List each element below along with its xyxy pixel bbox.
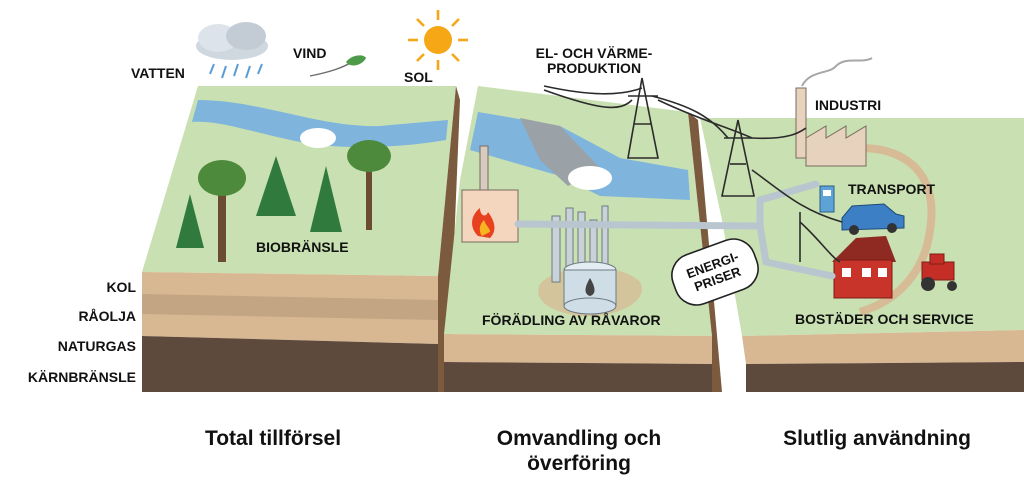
conversion-panel-bedrock xyxy=(444,362,712,392)
spruce-icon xyxy=(310,166,342,232)
label-sun: SOL xyxy=(404,69,433,85)
label-refining: FÖRÄDLING AV RÅVAROR xyxy=(482,312,661,328)
sun-icon xyxy=(408,10,468,70)
label-industry: INDUSTRI xyxy=(815,97,882,113)
house-icon xyxy=(833,259,893,299)
distribution-pipes xyxy=(514,180,836,280)
final-use-panel-bedrock xyxy=(746,362,1024,392)
power-grid xyxy=(543,77,843,263)
river xyxy=(192,100,448,148)
smoke xyxy=(801,57,873,87)
waterfall-foam xyxy=(300,128,336,148)
spruce-icon xyxy=(256,156,296,216)
house-roof-icon xyxy=(832,236,896,262)
supply-panel-bedrock xyxy=(142,336,438,392)
dam-foam xyxy=(568,166,612,190)
tree-icon xyxy=(347,140,391,172)
label-biofuel: BIOBRÄNSLE xyxy=(256,239,349,255)
spruce-icon xyxy=(176,194,204,248)
label-wind: VIND xyxy=(293,45,327,61)
label-coal: KOL xyxy=(106,279,136,295)
conversion-panel-soil xyxy=(444,334,712,364)
label-housing-services: BOSTÄDER OCH SERVICE xyxy=(795,311,974,327)
energy-price-tag xyxy=(671,238,759,306)
label-nuclear-fuel: KÄRNBRÄNSLE xyxy=(27,369,136,385)
conversion-panel xyxy=(444,86,722,392)
power-plant-chimney xyxy=(479,145,489,191)
rain-cloud-icon xyxy=(196,22,268,79)
final-use-panel-soil xyxy=(742,330,1024,364)
final-use-panel xyxy=(700,57,1024,392)
caption-final-use: Slutlig användning xyxy=(783,427,971,450)
wind-leaf-icon xyxy=(309,55,366,77)
factory xyxy=(805,125,867,167)
oil-drop-icon xyxy=(585,278,595,296)
road xyxy=(839,144,936,316)
pylon-1 xyxy=(627,77,659,159)
label-water: VATTEN xyxy=(131,65,185,81)
caption-total-supply: Total tillförsel xyxy=(204,427,342,450)
label-natural-gas: NATURGAS xyxy=(57,338,136,354)
factory-chimney xyxy=(795,87,807,159)
label-power-heat-production: EL- OCH VÄRME- PRODUKTION xyxy=(535,45,653,76)
label-crude-oil: RÅOLJA xyxy=(78,308,136,324)
label-transport: TRANSPORT xyxy=(848,181,936,197)
trees xyxy=(176,140,391,262)
caption-conversion-transmission: Omvandling och överföring xyxy=(496,427,662,475)
supply-panel-cliff xyxy=(438,86,460,392)
tree-icon xyxy=(198,160,246,196)
pylon-2 xyxy=(721,119,755,197)
fuel-pump-icon xyxy=(819,185,835,213)
supply-panel-rock-band xyxy=(142,294,438,320)
